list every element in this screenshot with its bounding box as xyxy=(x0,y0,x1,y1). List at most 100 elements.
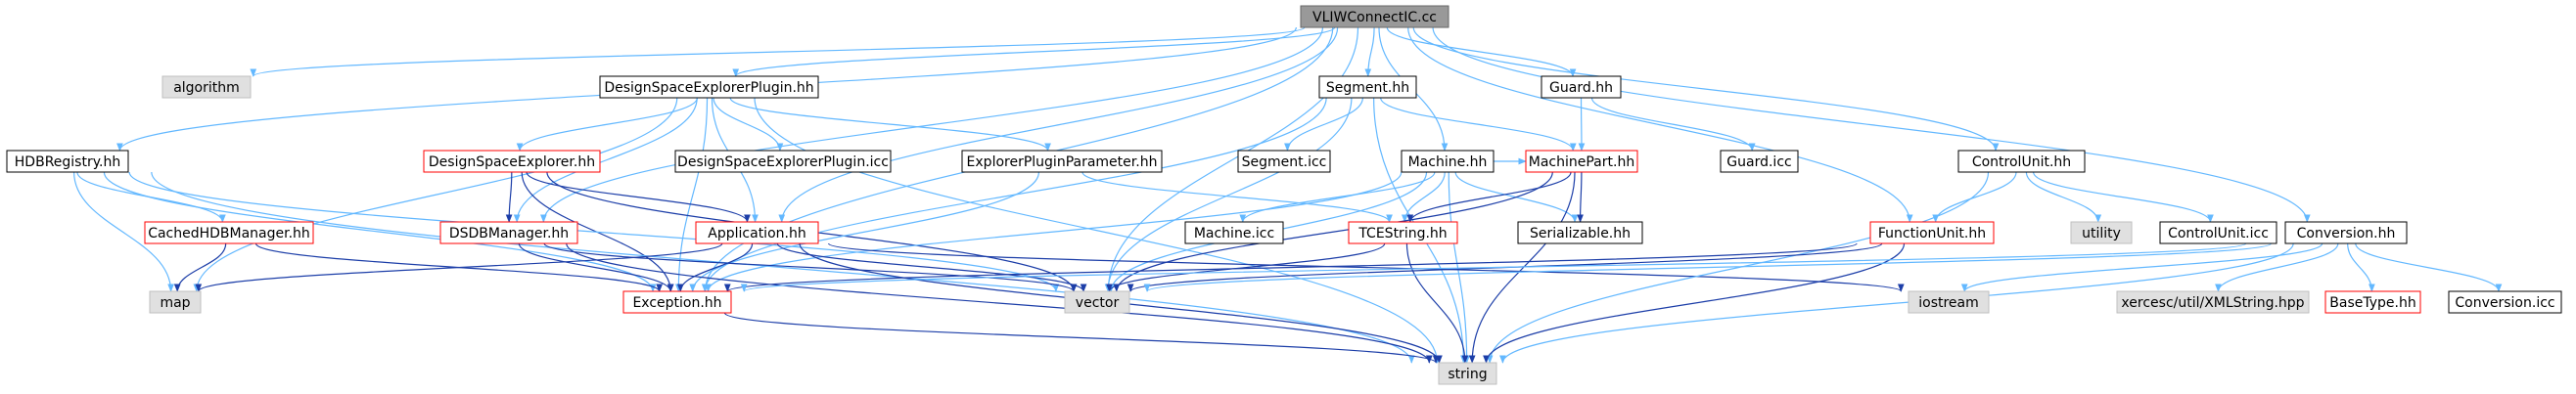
node-label-segment_hh: Segment.hh xyxy=(1326,80,1409,96)
node-box-string xyxy=(1438,362,1497,385)
edge-guard_hh-to-guard_icc xyxy=(1590,97,1756,152)
node-box-basetype_hh xyxy=(2324,290,2421,314)
node-box-conversion_icc xyxy=(2448,290,2562,314)
node-xmlstring[interactable]: xercesc/util/XMLString.hpp xyxy=(2116,290,2310,314)
edge-root-to-vector xyxy=(1104,26,1359,292)
node-box-machine_hh xyxy=(1401,150,1495,173)
node-segment_hh[interactable]: Segment.hh xyxy=(1318,75,1417,99)
edge-root-to-segment_hh xyxy=(1364,26,1375,77)
node-box-machinepart_hh xyxy=(1525,150,1638,173)
node-box-controlunit_hh xyxy=(1957,150,2086,173)
edge-conversion_hh-to-string xyxy=(1499,242,2294,364)
edge-machine_hh-to-string xyxy=(1448,171,1471,364)
node-label-cachedhdb_hh: CachedHDBManager.hh xyxy=(148,226,310,241)
node-box-map xyxy=(149,290,202,314)
node-box-hdbreg_hh xyxy=(6,150,129,173)
node-map[interactable]: map xyxy=(149,290,202,314)
node-label-map: map xyxy=(160,295,190,311)
node-hdbreg_hh[interactable]: HDBRegistry.hh xyxy=(6,150,129,173)
node-box-vector xyxy=(1064,290,1130,314)
node-label-vector: vector xyxy=(1076,295,1120,311)
node-dsep_icc[interactable]: DesignSpaceExplorerPlugin.icc xyxy=(674,150,892,173)
node-iostream[interactable]: iostream xyxy=(1908,290,1990,314)
edge-dsep_hh-to-dsdb_hh xyxy=(513,97,698,223)
edge-tcestring_hh-to-vector xyxy=(1106,242,1386,292)
node-label-utility: utility xyxy=(2082,226,2121,241)
node-controlunit_hh[interactable]: ControlUnit.hh xyxy=(1957,150,2086,173)
node-machinepart_hh[interactable]: MachinePart.hh xyxy=(1525,150,1638,173)
node-machine_hh[interactable]: Machine.hh xyxy=(1401,150,1495,173)
node-serializable_hh[interactable]: Serializable.hh xyxy=(1517,221,1643,244)
edge-root-to-dsdb_hh xyxy=(540,26,1324,223)
node-label-xmlstring: xercesc/util/XMLString.hpp xyxy=(2121,295,2304,311)
edge-conversion_hh-to-conversion_icc xyxy=(2355,242,2503,292)
edge-dsep_hh-to-epp_hh xyxy=(729,97,1051,152)
node-label-conversion_hh: Conversion.hh xyxy=(2297,226,2396,241)
edge-controlunit_hh-to-string xyxy=(1486,171,1990,364)
node-label-algorithm: algorithm xyxy=(173,80,240,96)
node-box-functionunit_hh xyxy=(1869,221,1995,244)
node-exception_hh[interactable]: Exception.hh xyxy=(622,290,732,314)
node-controlunit_icc[interactable]: ControlUnit.icc xyxy=(2159,221,2277,244)
node-label-guard_icc: Guard.icc xyxy=(1726,154,1791,170)
node-application_hh[interactable]: Application.hh xyxy=(695,221,819,244)
node-vector[interactable]: vector xyxy=(1064,290,1130,314)
edge-root-to-application_hh xyxy=(778,26,1339,223)
node-label-functionunit_hh: FunctionUnit.hh xyxy=(1878,226,1986,241)
node-label-serializable_hh: Serializable.hh xyxy=(1530,226,1631,241)
node-machine_icc[interactable]: Machine.icc xyxy=(1184,221,1284,244)
node-guard_hh[interactable]: Guard.hh xyxy=(1541,75,1622,99)
node-segment_icc[interactable]: Segment.icc xyxy=(1237,150,1331,173)
node-conversion_hh[interactable]: Conversion.hh xyxy=(2284,221,2408,244)
node-label-hdbreg_hh: HDBRegistry.hh xyxy=(15,154,120,170)
node-dse_hh[interactable]: DesignSpaceExplorer.hh xyxy=(423,150,601,173)
node-utility[interactable]: utility xyxy=(2070,221,2133,244)
edge-dsdb_hh-to-string xyxy=(566,242,1433,364)
node-cachedhdb_hh[interactable]: CachedHDBManager.hh xyxy=(144,221,314,244)
node-label-dsdb_hh: DSDBManager.hh xyxy=(449,226,569,241)
node-guard_icc[interactable]: Guard.icc xyxy=(1720,150,1799,173)
edge-machine_hh-to-exception_hh xyxy=(705,171,1403,292)
node-dsep_hh[interactable]: DesignSpaceExplorerPlugin.hh xyxy=(599,75,819,99)
node-string[interactable]: string xyxy=(1438,362,1497,385)
edge-application_hh-to-map xyxy=(195,242,723,292)
node-box-iostream xyxy=(1908,290,1990,314)
node-basetype_hh[interactable]: BaseType.hh xyxy=(2324,290,2421,314)
edge-root-to-algorithm xyxy=(250,26,1306,77)
edge-conversion_hh-to-basetype_hh xyxy=(2347,242,2375,292)
edge-hdbreg_hh-to-map xyxy=(73,171,174,292)
node-conversion_icc[interactable]: Conversion.icc xyxy=(2448,290,2562,314)
node-epp_hh[interactable]: ExplorerPluginParameter.hh xyxy=(961,150,1163,173)
node-label-dsep_icc: DesignSpaceExplorerPlugin.icc xyxy=(677,154,889,170)
edge-machine_hh-to-machine_icc xyxy=(1239,171,1436,223)
node-box-conversion_hh xyxy=(2284,221,2408,244)
edge-application_hh-to-vector xyxy=(776,242,1087,292)
node-functionunit_hh[interactable]: FunctionUnit.hh xyxy=(1869,221,1995,244)
node-tcestring_hh[interactable]: TCEString.hh xyxy=(1348,221,1458,244)
edge-segment_hh-to-vector xyxy=(1104,97,1353,292)
edge-machinepart_hh-to-serializable_hh xyxy=(1577,171,1584,223)
node-label-machine_icc: Machine.icc xyxy=(1194,226,1274,241)
edge-hdbreg_hh-to-string xyxy=(151,171,1415,364)
node-box-serializable_hh xyxy=(1517,221,1643,244)
node-root[interactable]: VLIWConnectIC.cc xyxy=(1300,5,1449,28)
node-box-guard_hh xyxy=(1541,75,1622,99)
node-box-cachedhdb_hh xyxy=(144,221,314,244)
edge-tcestring_hh-to-string xyxy=(1405,242,1469,364)
node-label-conversion_icc: Conversion.icc xyxy=(2455,295,2554,311)
edge-root-to-controlunit_hh xyxy=(1412,26,2000,152)
edge-application_hh-to-iostream xyxy=(827,242,1905,292)
edge-root-to-conversion_hh xyxy=(1432,26,2311,223)
edge-controlunit_hh-to-controlunit_icc xyxy=(2032,171,2214,223)
edge-root-to-guard_hh xyxy=(1386,26,1577,77)
node-dsdb_hh[interactable]: DSDBManager.hh xyxy=(439,221,578,244)
node-algorithm[interactable]: algorithm xyxy=(161,75,252,99)
node-box-root xyxy=(1300,5,1449,28)
edge-hdbreg_hh-to-vector xyxy=(128,171,1060,292)
node-box-dsep_icc xyxy=(674,150,892,173)
edge-controlunit_hh-to-functionunit_hh xyxy=(1932,171,2017,223)
edge-dsep_hh-to-map xyxy=(193,97,678,292)
node-label-tcestring_hh: TCEString.hh xyxy=(1357,226,1447,241)
edge-segment_hh-to-machinepart_hh xyxy=(1380,97,1577,152)
